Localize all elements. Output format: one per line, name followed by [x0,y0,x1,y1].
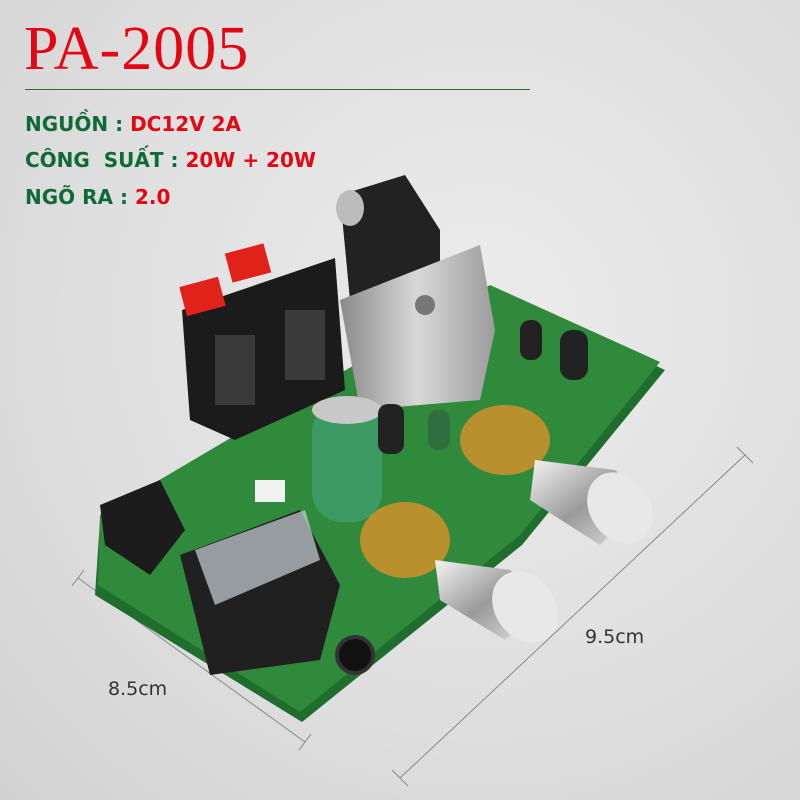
capacitor [312,320,588,522]
volume-knob [460,405,653,545]
headphone-jack [180,510,375,675]
spec-value: 20W + 20W [185,148,316,172]
speaker-terminal [179,243,345,440]
product-title: PA-2005 [24,15,250,83]
spec-channels: NGÕ RA : 2.0 [25,185,170,209]
connector [255,480,285,502]
dc-power-jack [100,480,185,575]
spec-label: NGUỒN : [25,112,124,136]
spec-power: NGUỒN : DC12V 2A [25,112,241,136]
tone-knob [360,502,558,643]
rca-input-jack [336,175,440,300]
spec-value: DC12V 2A [130,112,242,136]
spec-output-power: CÔNG SUẤT : 20W + 20W [25,148,316,172]
width-dimension-label: 8.5cm [108,678,168,700]
heatsink [340,245,495,410]
dimension-line-length [391,446,754,787]
spec-label: NGÕ RA : [25,185,128,209]
spec-value: 2.0 [134,185,171,209]
spec-label: CÔNG SUẤT : [25,148,179,172]
length-dimension-label: 9.5cm [585,626,645,648]
divider [25,89,530,90]
